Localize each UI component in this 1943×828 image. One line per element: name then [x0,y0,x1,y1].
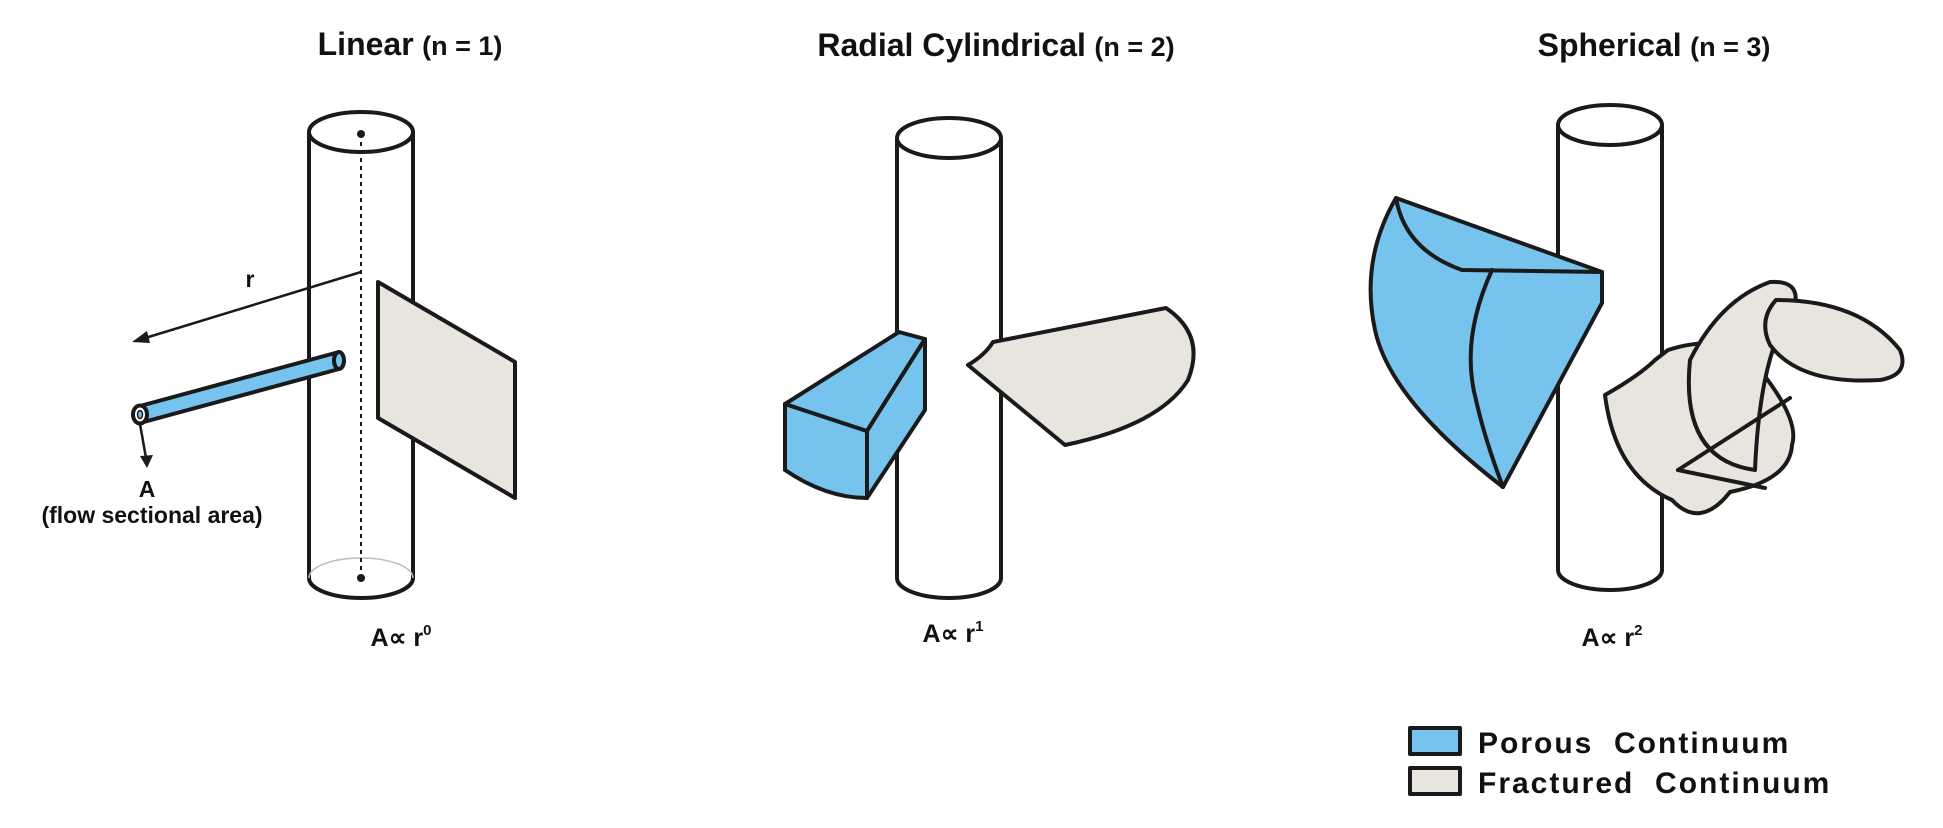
linear-radius-arrow [132,270,362,343]
radial-porous-wedge [783,330,927,500]
panel-linear-title: Linear (n = 1) [318,26,503,62]
legend-label-porous: Porous Continuum [1478,727,1790,760]
panel-radial-relation: A∝ r1 [923,618,984,648]
radial-fracture-fan [966,306,1196,447]
panel-radial-relation-exp: 1 [975,618,983,635]
panel-spherical-title: Spherical (n = 3) [1538,27,1771,63]
panel-spherical-title-n: (n = 3) [1690,32,1770,62]
panel-spherical-relation-exp: 2 [1634,622,1642,639]
linear-radius-label: r [246,266,255,292]
panel-linear: Linear (n = 1) r A [41,26,517,652]
legend-label-fractured: Fractured Continuum [1478,767,1831,800]
panel-linear-relation-base: A∝ r [371,624,424,652]
radial-cylinder [895,116,1003,600]
panel-spherical-relation-base: A∝ r [1582,624,1635,652]
spherical-porous-sector [1368,196,1604,489]
legend-item-porous: Porous Continuum [1408,726,1790,760]
panel-spherical-relation: A∝ r2 [1582,622,1643,652]
legend-swatch-fractured [1408,766,1462,796]
panel-linear-relation-exp: 0 [423,622,431,639]
linear-area-symbol: A [139,476,156,502]
panel-spherical-title-name: Spherical [1538,27,1682,63]
legend-item-fractured: Fractured Continuum [1408,766,1831,800]
linear-area-description: (flow sectional area) [41,502,262,528]
panel-spherical: Spherical (n = 3) A∝ r2 [1368,27,1905,652]
linear-porous-tube [131,350,346,426]
linear-area-arrow [138,423,153,468]
panel-linear-title-n: (n = 1) [422,31,502,61]
panel-radial-relation-base: A∝ r [923,620,976,648]
legend: Porous Continuum Fractured Continuum [1408,726,1831,800]
panel-radial-title-name: Radial Cylindrical [817,27,1086,63]
panel-linear-relation: A∝ r0 [371,622,432,652]
legend-swatch-porous [1408,726,1462,756]
spherical-fracture-petals [1603,279,1905,516]
linear-fracture-plane [376,280,517,500]
panel-radial-title-n: (n = 2) [1094,32,1174,62]
linear-cylinder [307,110,415,600]
panel-linear-title-name: Linear [318,26,414,62]
panel-radial-cylindrical: Radial Cylindrical (n = 2) A∝ r1 [783,27,1196,648]
panel-radial-title: Radial Cylindrical (n = 2) [817,27,1174,63]
